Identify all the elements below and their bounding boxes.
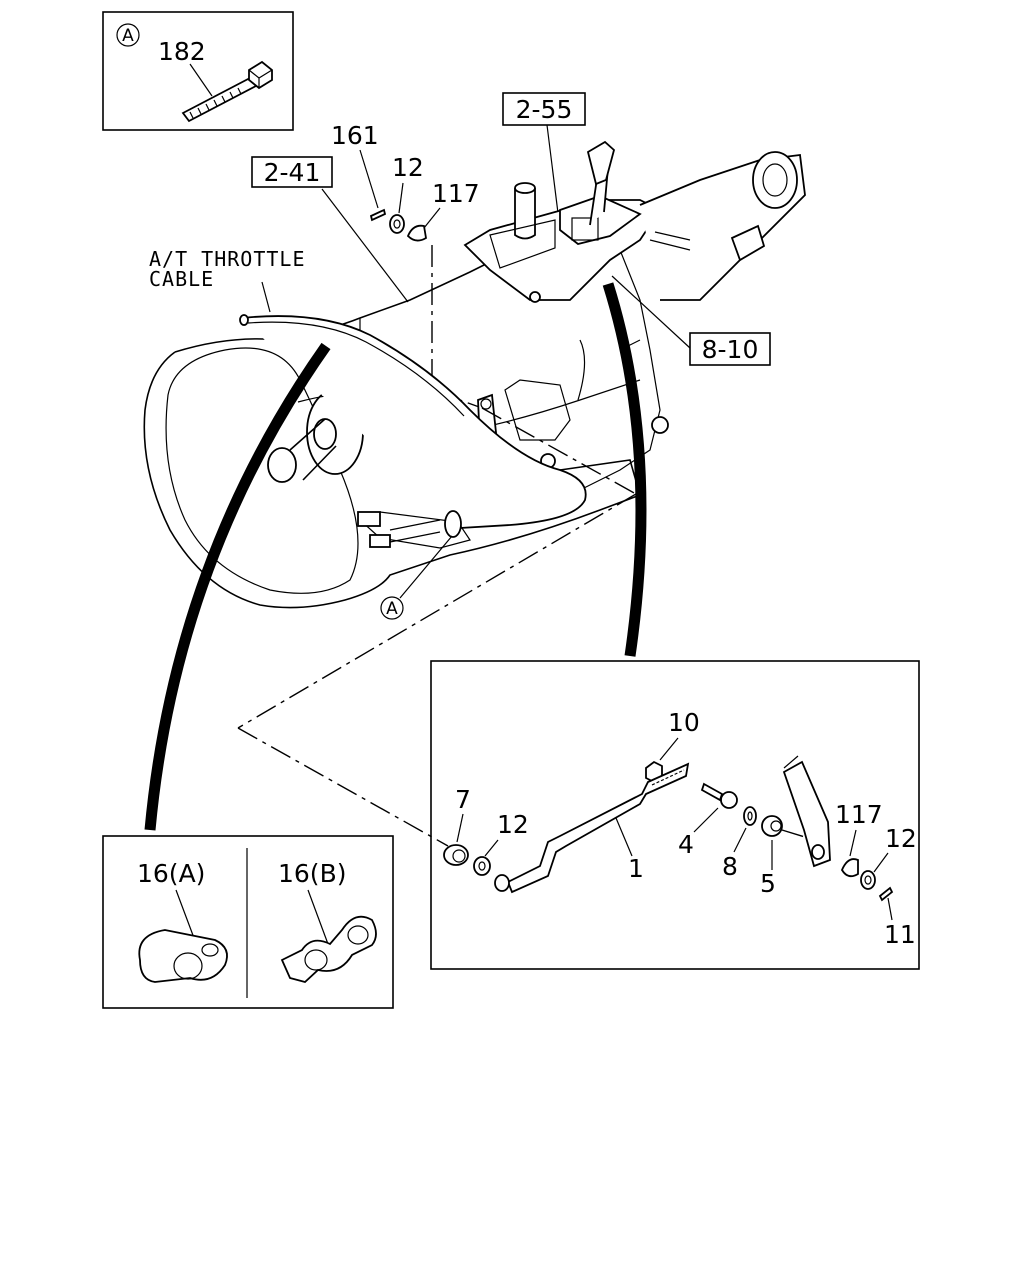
clip-16b-icon xyxy=(280,915,377,983)
part-label-10: 10 xyxy=(668,708,700,737)
cable-tie-icon xyxy=(181,60,273,123)
lever-bracket-icon xyxy=(782,760,831,868)
part-label-5: 5 xyxy=(760,869,776,898)
detail-box: 10 7 12 1 4 8 5 xyxy=(430,660,920,970)
ref-box-2-55[interactable]: 2-55 xyxy=(502,92,586,126)
callout-arc-clips xyxy=(144,342,331,831)
bushing-5-icon xyxy=(761,815,783,837)
transmission-assembly xyxy=(143,140,806,609)
svg-text:2-55: 2-55 xyxy=(516,95,573,124)
washer-12-left-icon xyxy=(473,856,491,876)
ref-box-8-10[interactable]: 8-10 xyxy=(689,332,771,366)
pin-161-icon xyxy=(369,208,387,222)
part-label-7: 7 xyxy=(455,785,471,814)
part-label-12-left: 12 xyxy=(497,810,529,839)
part-label-12-right: 12 xyxy=(885,824,917,853)
control-rod-1-icon xyxy=(494,762,690,894)
part-label-12-top: 12 xyxy=(392,153,424,182)
clip-16a-icon xyxy=(138,929,228,983)
part-label-16b: 16(B) xyxy=(278,859,346,888)
inset-a-box: A 182 xyxy=(102,11,294,131)
ref-box-2-41[interactable]: 2-41 xyxy=(251,156,333,188)
washer-12-right-icon xyxy=(860,870,876,890)
part-label-117-top: 117 xyxy=(432,179,480,208)
part-label-8: 8 xyxy=(722,852,738,881)
part-label-161: 161 xyxy=(331,121,379,150)
bushing-7-icon xyxy=(443,844,469,866)
inset-a-marker: A xyxy=(122,26,134,46)
throttle-cable-label-line1: A/T THROTTLE xyxy=(149,247,306,271)
bolt-4-icon xyxy=(700,782,738,809)
washer-8-icon xyxy=(743,806,757,826)
part-label-16a: 16(A) xyxy=(137,859,205,888)
marker-a: A xyxy=(386,599,398,619)
part-label-4: 4 xyxy=(678,830,694,859)
svg-text:8-10: 8-10 xyxy=(702,335,759,364)
cotter-pin-11-icon xyxy=(878,886,894,902)
clip-117-top-icon xyxy=(406,224,427,242)
clips-box: 16(A) 16(B) xyxy=(102,835,394,1009)
part-label-117-detail: 117 xyxy=(835,800,883,829)
part-label-11: 11 xyxy=(884,920,916,949)
svg-text:2-41: 2-41 xyxy=(264,158,321,187)
part-label-1: 1 xyxy=(628,854,644,883)
clip-117-detail-icon xyxy=(840,858,859,878)
callout-arc-detail xyxy=(602,282,647,657)
throttle-cable-label-line2: CABLE xyxy=(149,267,214,291)
washer-12-top-icon xyxy=(389,214,405,234)
part-label-182: 182 xyxy=(158,37,206,66)
